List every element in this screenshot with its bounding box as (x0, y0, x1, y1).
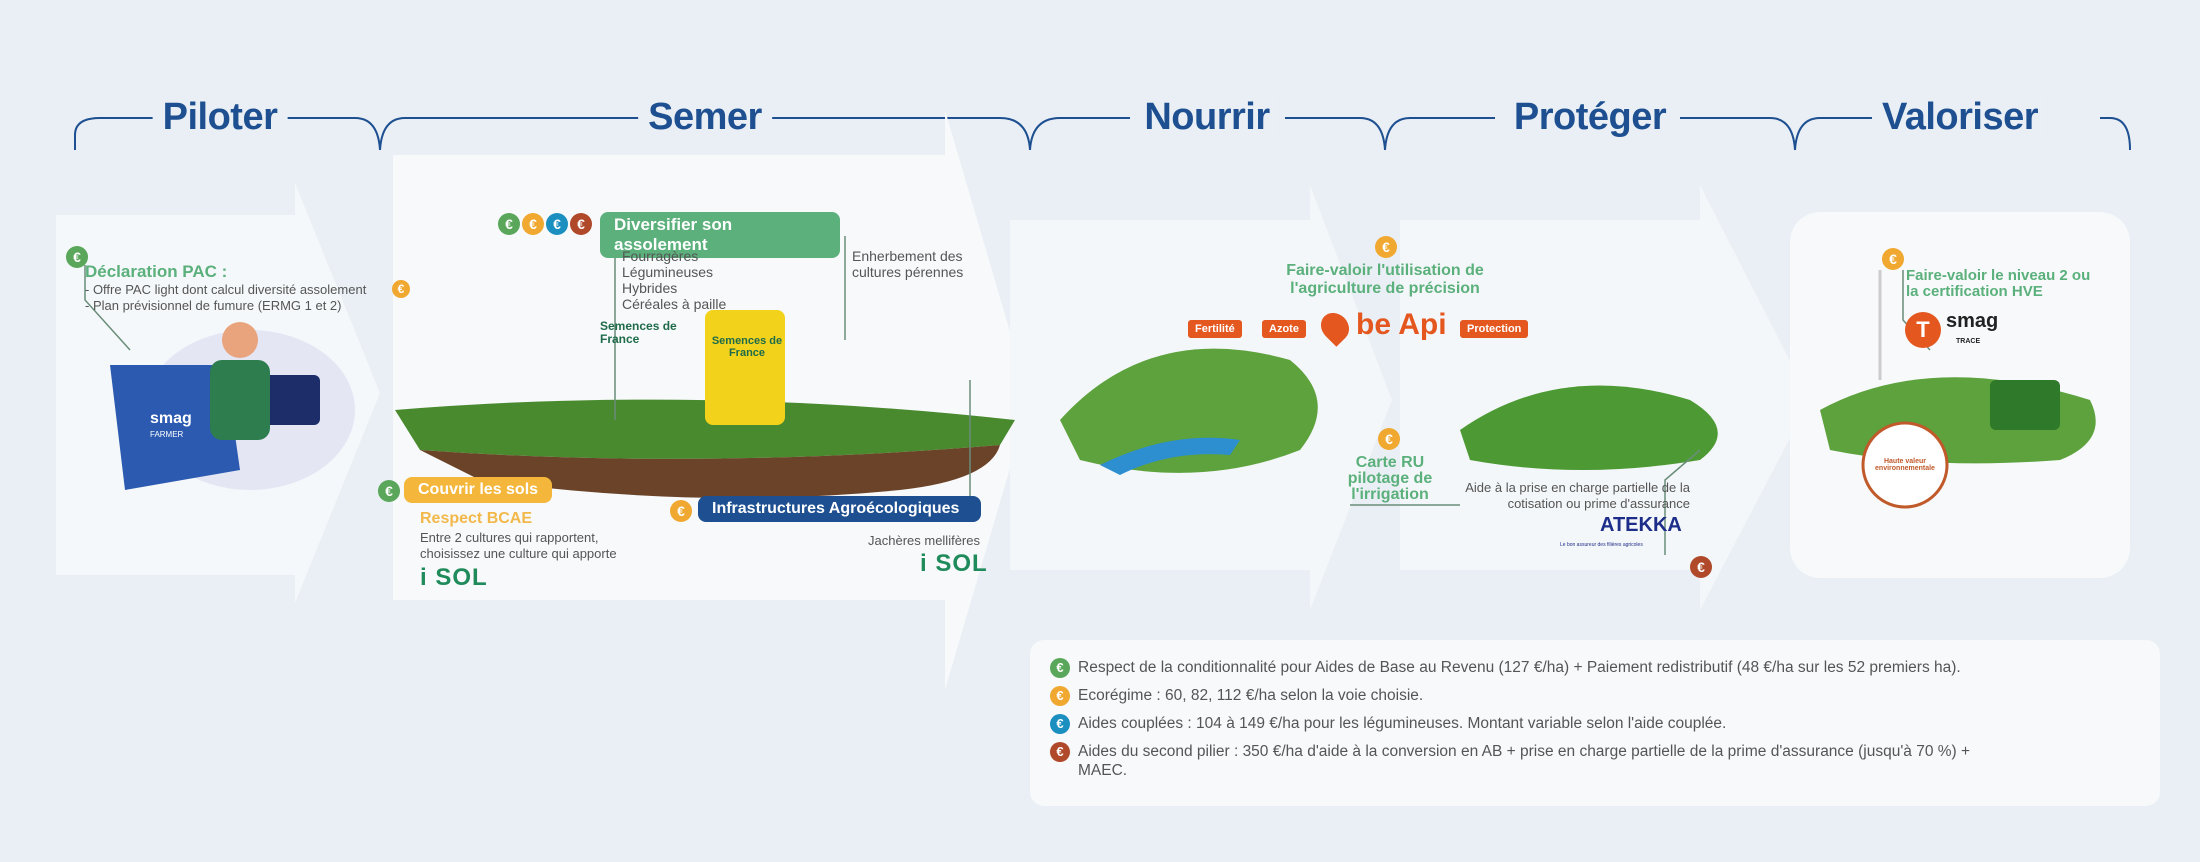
respect-bcae: Respect BCAE (420, 510, 533, 527)
semences-de-france-logo: Semences de France (600, 319, 677, 346)
hve-badge (1861, 421, 1949, 509)
atekka-tagline: Le bon assureur des filières agricoles (1560, 542, 1643, 548)
phase-brackets (74, 117, 2131, 151)
isol-logo: i SOL (420, 564, 488, 591)
crop-item: Légumineuses (622, 264, 714, 280)
enherbement-text: Enherbement des cultures pérennes (852, 248, 964, 280)
legend-item: € Aides couplées : 104 à 149 €/ha pour le… (1050, 714, 2140, 734)
multi-euro-icons: €€€€ (498, 213, 592, 235)
tag-protection: Protection (1460, 320, 1529, 338)
phase-nourrir: Nourrir (1134, 96, 1280, 139)
euro-orange-icon: € (1882, 248, 1904, 270)
aide-assurance-text: Aide à la prise en charge partielle de l… (1465, 480, 1690, 511)
couvrir-les-sols-label: Couvrir les sols (404, 477, 553, 503)
legend-text: Ecorégime : 60, 82, 112 €/ha selon la vo… (1078, 687, 1424, 704)
aid-legend: € Respect de la conditionnalité pour Aide… (1030, 640, 2160, 806)
euro-green-icon: € (1050, 658, 1070, 678)
legend-text: Aides couplées : 104 à 149 €/ha pour les… (1078, 715, 1727, 732)
euro-green-icon: € (498, 213, 520, 235)
euro-brown-icon: € (1690, 556, 1712, 578)
faire-valoir-precision: Faire-valoir l'utilisation de l'agricult… (1286, 262, 1484, 297)
tractor-illustration (1990, 380, 2060, 430)
isol-logo-2: i SOL (920, 550, 988, 577)
smag-trace-logo: smag (1946, 310, 1999, 332)
phase-semer: Semer (638, 96, 772, 139)
euro-green-icon: € (66, 246, 88, 268)
diversifier-label: Diversifier son assolement (600, 212, 840, 258)
smag-farmer-sub: FARMER (150, 430, 184, 439)
farmer-body (210, 360, 270, 440)
euro-orange-icon: € (392, 280, 410, 298)
smag-trace-sub: TRACE (1956, 338, 1981, 345)
declaration-pac-line1: - Offre PAC light dont calcul diversité … (85, 282, 367, 297)
laptop-illustration (110, 365, 240, 490)
atekka-logo: ATEKKA (1600, 514, 1682, 536)
legend-text: Respect de la conditionnalité pour Aides… (1078, 659, 1961, 676)
euro-green-icon: € (378, 480, 400, 502)
declaration-pac-line2: - Plan prévisionnel de fumure (ERMG 1 et… (85, 298, 342, 313)
euro-brown-icon: € (1050, 742, 1070, 762)
infrastructures-label: Infrastructures Agroécologiques (698, 496, 981, 522)
euro-orange-icon: € (670, 500, 692, 522)
faire-valoir-hve: Faire-valoir le niveau 2 ou la certifica… (1906, 267, 2091, 300)
euro-blue-icon: € (1050, 714, 1070, 734)
crop-list: Fourragères Légumineuses Hybrides Céréal… (622, 248, 726, 312)
beapi-logo: be Api (1356, 308, 1447, 341)
farmer-head (222, 322, 258, 358)
crop-item: Hybrides (622, 280, 678, 296)
euro-blue-icon: € (546, 213, 568, 235)
hve-badge-text: Haute valeur environnementale (1875, 458, 1935, 472)
tag-azote: Azote (1262, 320, 1306, 338)
euro-orange-icon: € (1050, 686, 1070, 706)
legend-text: Aides du second pilier : 350 €/ha d'aide… (1078, 743, 1971, 779)
legend-item: € Aides du second pilier : 350 €/ha d'aid… (1050, 742, 2140, 780)
crop-item: Fourragères (622, 248, 699, 264)
legend-item: € Ecorégime : 60, 82, 112 €/ha selon la v… (1050, 686, 2140, 706)
bcae-text-1: Entre 2 cultures qui rapportent, (420, 530, 599, 545)
smag-farmer-logo: smag (150, 410, 192, 427)
euro-orange-icon: € (1378, 428, 1400, 450)
smag-trace-icon: T (1905, 312, 1941, 348)
semer-ground (395, 399, 1015, 459)
proteger-hill (1460, 385, 1718, 470)
phase-proteger: Protéger (1503, 96, 1677, 139)
legend-item: € Respect de la conditionnalité pour Aide… (1050, 658, 2140, 678)
phase-piloter: Piloter (152, 96, 288, 139)
seed-bag-illustration (705, 310, 785, 425)
declaration-pac-title: Déclaration PAC : (85, 262, 228, 281)
tag-fertilite: Fertilité (1188, 320, 1242, 338)
phase-valoriser: Valoriser (1871, 96, 2049, 139)
seed-bag-label: Semences de France (711, 335, 783, 359)
euro-orange-icon: € (522, 213, 544, 235)
carte-ru-text: Carte RU pilotage de l'irrigation (1347, 454, 1433, 503)
bcae-text-2: choisissez une culture qui apporte (420, 546, 617, 561)
euro-orange-icon: € (1375, 236, 1397, 258)
euro-brown-icon: € (570, 213, 592, 235)
crop-item: Céréales à paille (622, 296, 727, 312)
jacheres-text: Jachères mellifères (868, 533, 980, 548)
nourrir-hill (1060, 348, 1318, 473)
